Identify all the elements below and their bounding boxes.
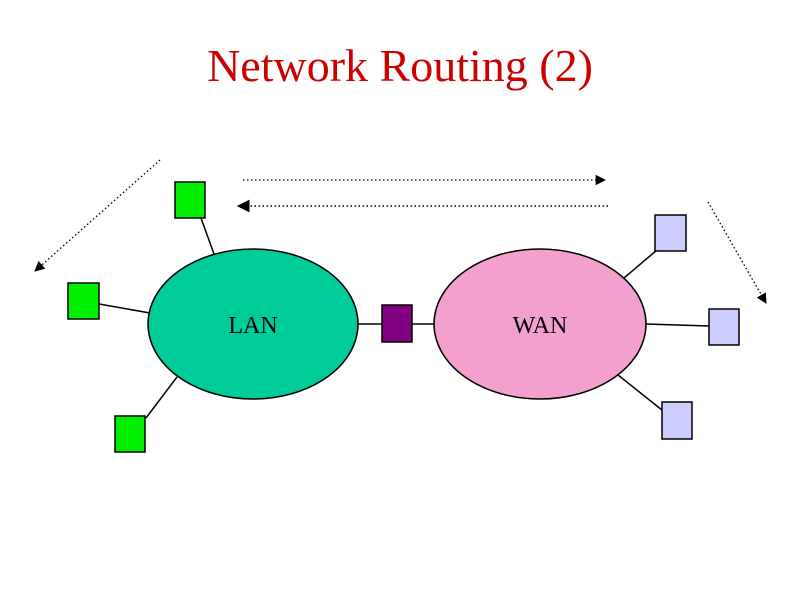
router-node <box>381 304 413 343</box>
link-wan-host-right <box>645 323 710 327</box>
lan-host-top <box>174 181 206 219</box>
wan-ellipse <box>433 248 647 400</box>
lan-label: LAN <box>228 313 277 339</box>
link-lan-host-left <box>98 303 151 314</box>
link-lan-host-top <box>200 217 215 255</box>
dotted-arrow-left-down <box>34 159 161 272</box>
link-lan-host-bottom <box>145 376 178 419</box>
wan-host-right <box>708 308 740 346</box>
lan-host-bottom <box>114 415 146 453</box>
dotted-arrow-right-down <box>707 201 767 304</box>
lan-ellipse <box>147 248 359 400</box>
link-wan-host-top <box>623 249 658 279</box>
link-wan-host-bottom <box>617 374 663 411</box>
wan-host-bottom <box>661 401 693 440</box>
wan-host-top <box>654 214 687 252</box>
wan-label: WAN <box>513 313 568 339</box>
slide-title: Network Routing (2) <box>207 40 593 91</box>
lan-host-left <box>67 282 100 320</box>
